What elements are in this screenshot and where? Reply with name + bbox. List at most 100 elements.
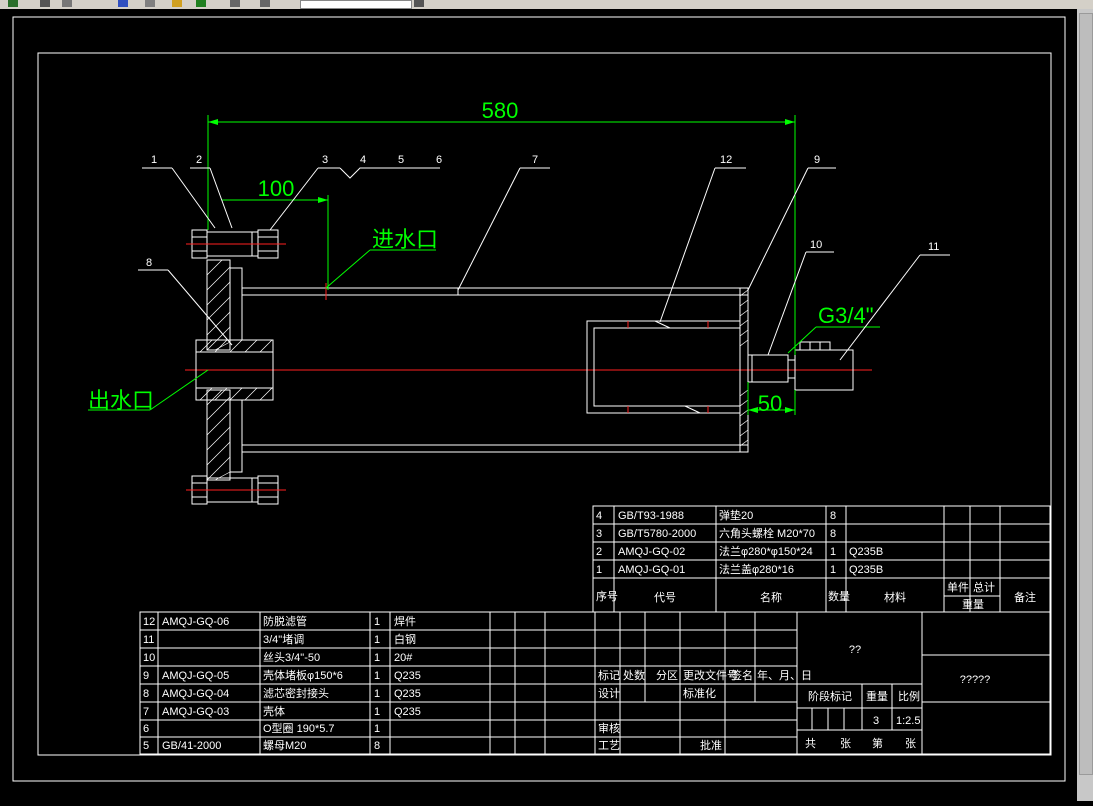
svg-text:1: 1 — [374, 670, 380, 682]
svg-text:12: 12 — [143, 616, 155, 628]
svg-text:3/4"堵调: 3/4"堵调 — [263, 632, 304, 646]
toolbar-icon[interactable] — [230, 0, 240, 7]
inlet-label: 进水口 — [372, 227, 438, 252]
svg-text:GB/T5780-2000: GB/T5780-2000 — [618, 528, 696, 540]
svg-text:壳体: 壳体 — [263, 704, 285, 718]
scroll-thumb[interactable] — [1079, 13, 1093, 775]
dim-580: 580 — [482, 98, 519, 123]
svg-text:阶段标记: 阶段标记 — [808, 689, 852, 703]
svg-text:8: 8 — [830, 510, 836, 522]
svg-text:AMQJ-GQ-02: AMQJ-GQ-02 — [618, 546, 685, 558]
svg-text:防脱滤管: 防脱滤管 — [263, 614, 307, 628]
svg-text:重量: 重量 — [962, 597, 984, 611]
svg-text:Q235: Q235 — [394, 688, 421, 700]
balloon-11: 11 — [928, 241, 939, 253]
drawing-number: ????? — [960, 674, 991, 686]
toolbar-icon[interactable] — [8, 0, 18, 7]
svg-text:审核: 审核 — [598, 721, 620, 735]
svg-text:标准化: 标准化 — [683, 686, 716, 700]
svg-text:总计: 总计 — [973, 580, 995, 594]
svg-text:2: 2 — [596, 546, 602, 558]
balloon-12: 12 — [720, 154, 732, 166]
svg-text:AMQJ-GQ-01: AMQJ-GQ-01 — [618, 564, 685, 576]
svg-text:O型圈 190*5.7: O型圈 190*5.7 — [263, 721, 335, 735]
svg-text:Q235B: Q235B — [849, 546, 883, 558]
cad-drawing: 580 100 50 G3/4" 进水口 出水口 1 2 3 4 5 — [12, 16, 1066, 782]
svg-text:1: 1 — [374, 688, 380, 700]
svg-text:Q235: Q235 — [394, 706, 421, 718]
part-balloons: 1 2 3 4 5 6 7 8 9 10 11 12 — [138, 154, 950, 361]
svg-text:6: 6 — [143, 723, 149, 735]
svg-text:11: 11 — [143, 634, 154, 646]
toolbar-icon[interactable] — [40, 0, 50, 7]
balloon-6: 6 — [436, 154, 442, 166]
dim-100: 100 — [258, 176, 295, 201]
svg-text:白钢: 白钢 — [394, 632, 416, 646]
svg-text:比例: 比例 — [898, 689, 920, 703]
svg-text:AMQJ-GQ-06: AMQJ-GQ-06 — [162, 616, 229, 628]
svg-text:1: 1 — [830, 546, 836, 558]
vertical-scrollbar[interactable] — [1077, 9, 1093, 801]
svg-text:1: 1 — [374, 652, 380, 664]
balloon-2: 2 — [196, 154, 202, 166]
svg-text:4: 4 — [596, 510, 602, 522]
balloon-10: 10 — [810, 239, 822, 251]
dim-50: 50 — [758, 391, 782, 416]
toolbar-icon[interactable] — [260, 0, 270, 7]
svg-text:8: 8 — [143, 688, 149, 700]
svg-text:六角头螺栓 M20*70: 六角头螺栓 M20*70 — [719, 526, 815, 540]
svg-text:1:2.5: 1:2.5 — [896, 715, 920, 727]
svg-text:张: 张 — [905, 737, 916, 750]
svg-text:弹垫20: 弹垫20 — [719, 508, 753, 522]
cad-toolbar — [0, 0, 1093, 9]
svg-text:Q235B: Q235B — [849, 564, 883, 576]
svg-text:分区: 分区 — [656, 669, 678, 682]
svg-text:Q235: Q235 — [394, 670, 421, 682]
svg-text:1: 1 — [596, 564, 602, 576]
toolbar-icon[interactable] — [196, 0, 206, 7]
layer-dropdown[interactable] — [300, 0, 412, 9]
svg-text:第: 第 — [872, 736, 883, 750]
flange — [206, 259, 231, 351]
bolt-bottom — [186, 475, 286, 505]
balloon-9: 9 — [814, 154, 820, 166]
water-labels: 进水口 出水口 — [88, 227, 438, 413]
svg-text:AMQJ-GQ-03: AMQJ-GQ-03 — [162, 706, 229, 718]
svg-text:序号: 序号 — [596, 589, 618, 603]
toolbar-icon[interactable] — [414, 0, 424, 7]
svg-text:名称: 名称 — [760, 590, 782, 604]
parts-list-lower: 12 AMQJ-GQ-06 防脱滤管 1 焊件 11 3/4"堵调 1 白钢 1… — [139, 611, 596, 755]
svg-text:8: 8 — [374, 740, 380, 752]
toolbar-icon[interactable] — [118, 0, 128, 7]
svg-text:8: 8 — [830, 528, 836, 540]
svg-text:GB/41-2000: GB/41-2000 — [162, 740, 221, 752]
svg-text:GB/T93-1988: GB/T93-1988 — [618, 510, 684, 522]
flange-inner — [229, 267, 243, 341]
outlet-label: 出水口 — [88, 388, 154, 413]
svg-text:设计: 设计 — [598, 687, 620, 700]
svg-text:滤芯密封接头: 滤芯密封接头 — [263, 686, 329, 700]
svg-text:20#: 20# — [394, 652, 413, 664]
svg-text:1: 1 — [374, 634, 380, 646]
dim-thread: G3/4" — [818, 303, 874, 328]
bolt-top — [186, 229, 286, 259]
toolbar-icon[interactable] — [172, 0, 182, 7]
drawing-name: ?? — [849, 644, 861, 656]
assembly-drawing — [185, 229, 872, 505]
svg-text:丝头3/4"-50: 丝头3/4"-50 — [263, 651, 320, 664]
svg-text:法兰盖φ280*16: 法兰盖φ280*16 — [719, 562, 794, 576]
svg-text:重量: 重量 — [866, 689, 888, 703]
svg-text:1: 1 — [374, 616, 380, 628]
svg-text:批准: 批准 — [700, 738, 722, 752]
svg-text:数量: 数量 — [828, 590, 850, 603]
svg-text:7: 7 — [143, 706, 149, 718]
title-block: 标记 处数 分区 更改文件号 签名 年、月、日 设计 标准化 审核 工艺 批准 … — [594, 611, 1051, 755]
svg-text:3: 3 — [873, 715, 879, 727]
toolbar-icon[interactable] — [145, 0, 155, 7]
svg-text:签名: 签名 — [731, 668, 753, 682]
svg-text:工艺: 工艺 — [598, 739, 620, 752]
filter-tube — [586, 320, 741, 414]
drawing-canvas[interactable]: 580 100 50 G3/4" 进水口 出水口 1 2 3 4 5 — [0, 9, 1093, 801]
toolbar-icon[interactable] — [62, 0, 72, 7]
svg-text:材料: 材料 — [884, 590, 906, 604]
